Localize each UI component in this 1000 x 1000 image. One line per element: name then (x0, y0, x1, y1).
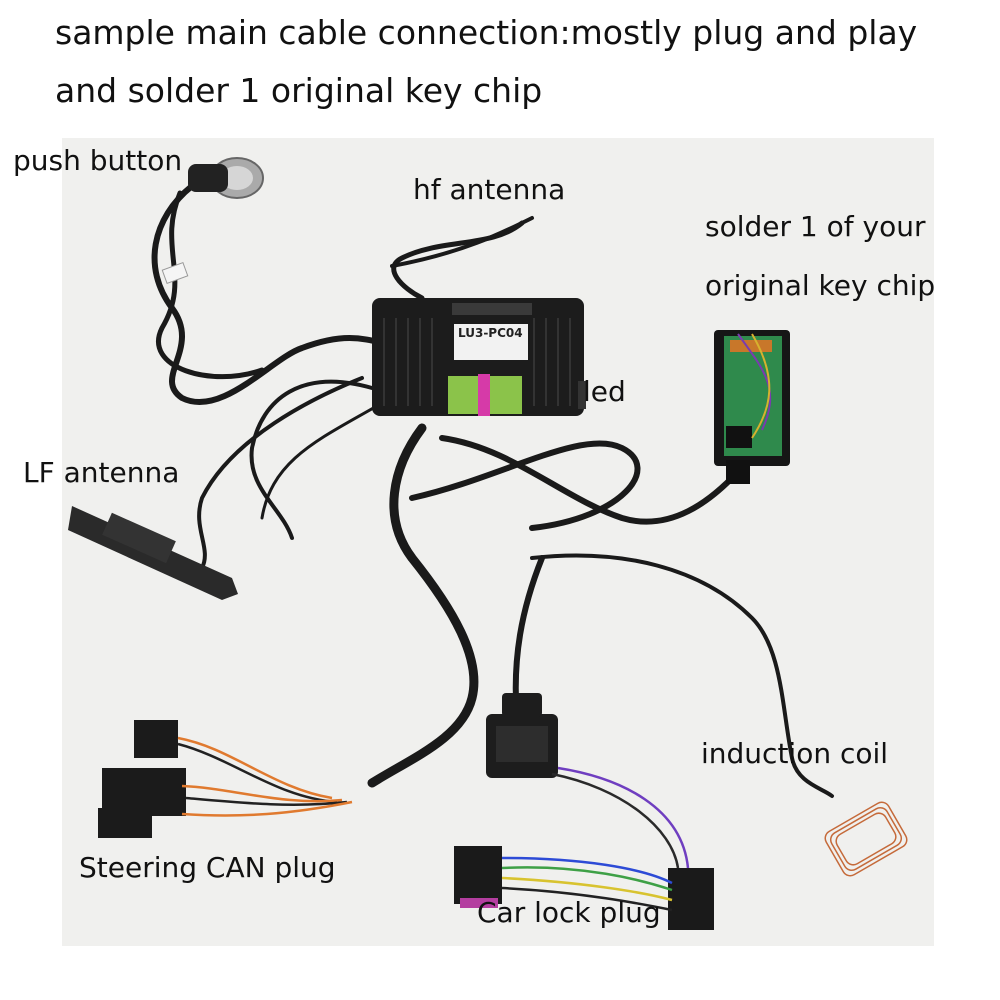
induction-coil-device (824, 801, 908, 877)
push-button-device (161, 157, 264, 284)
module-model-label: LU3-PC04 (458, 326, 523, 340)
main-harness (367, 423, 479, 788)
caption-line-2: and solder 1 original key chip (55, 71, 543, 110)
label-key-chip-line-2: original key chip (705, 269, 936, 302)
lf-antenna-device (68, 506, 238, 600)
control-module (372, 298, 586, 416)
car-lock-module (486, 693, 558, 778)
label-steering-can-plug: Steering CAN plug (79, 851, 336, 884)
label-led: led (583, 375, 626, 408)
label-lf-antenna: LF antenna (23, 456, 180, 489)
key-chip-board (714, 330, 790, 484)
label-hf-antenna: hf antenna (413, 173, 566, 206)
push-button-cable (151, 183, 385, 406)
label-car-lock-plug: Car lock plug (477, 896, 661, 929)
steering-can-plugs (98, 720, 353, 838)
car-lock-plugs (454, 766, 714, 930)
product-photo (62, 138, 934, 946)
caption-line-1: sample main cable connection:mostly plug… (55, 13, 918, 52)
label-push-button: push button (13, 144, 183, 177)
caption-header: sample main cable connection:mostly plug… (55, 4, 995, 120)
wiring-illustration (68, 157, 908, 930)
lf-antenna-cable (249, 379, 374, 540)
induction-coil-cable (530, 553, 834, 798)
label-induction-coil: induction coil (701, 737, 889, 770)
label-key-chip-line-1: solder 1 of your (705, 210, 926, 243)
